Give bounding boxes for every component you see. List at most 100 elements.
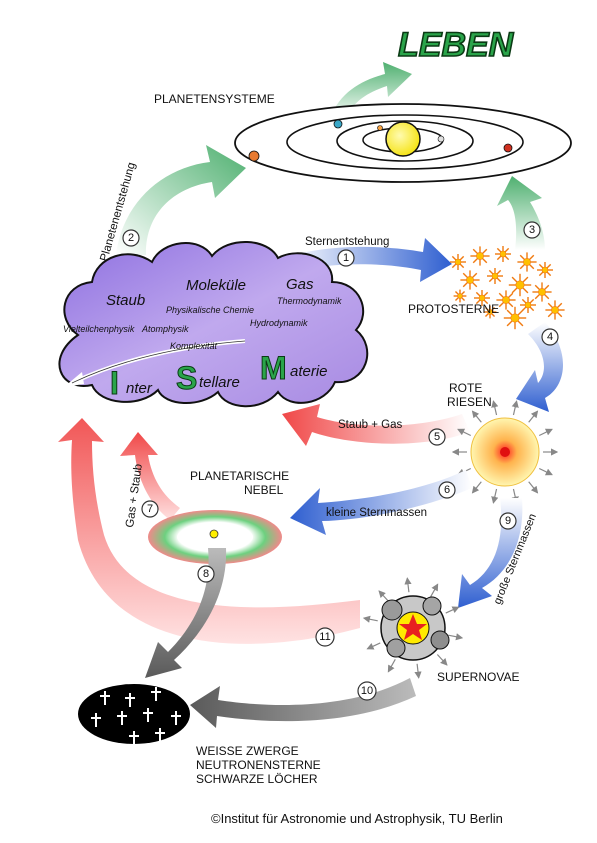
ray-arrow — [362, 615, 378, 623]
ism-inter: nter — [126, 380, 153, 397]
label-staub-gas: Staub + Gas — [338, 419, 402, 431]
ism-letter-m: M — [260, 350, 287, 386]
ray-arrow — [387, 659, 396, 673]
sun-icon — [385, 121, 421, 157]
cross-icon — [100, 691, 110, 705]
cross-icon — [125, 693, 135, 707]
cross-icon — [151, 687, 161, 701]
cloud-field-atomphysik: Atomphysik — [141, 324, 189, 334]
label-schwarze-loecher: SCHWARZE LÖCHER — [196, 772, 318, 786]
protostar-icon — [496, 290, 516, 310]
svg-text:9: 9 — [505, 515, 511, 527]
ray-arrow — [404, 577, 412, 593]
cross-icon — [155, 728, 165, 742]
step-marker-3: 3 — [523, 221, 541, 239]
label-planetarische: PLANETARISCHE — [190, 469, 289, 483]
cloud-field-hydrodynamik: Hydrodynamik — [250, 318, 308, 328]
arrow-7-gas-staub — [120, 432, 180, 520]
cross-icon — [117, 711, 127, 725]
label-supernovae: SUPERNOVAE — [437, 670, 519, 684]
protostar-icon — [532, 282, 552, 302]
interstellar-cloud — [58, 241, 369, 408]
svg-text:3: 3 — [529, 224, 535, 236]
step-marker-10: 10 — [357, 681, 377, 701]
cloud-word-staub: Staub — [106, 292, 145, 309]
arrow-10 — [190, 678, 416, 728]
protostars-cluster — [450, 246, 565, 330]
label-komplexitaet: Komplexität — [170, 341, 218, 351]
planet-icon — [248, 150, 260, 162]
protostar-icon — [520, 297, 536, 313]
step-marker-6: 6 — [438, 481, 456, 499]
arrow-2-planetenentstehung — [116, 145, 246, 255]
svg-text:7: 7 — [147, 503, 153, 515]
ism-materie: aterie — [290, 363, 328, 380]
svg-text:6: 6 — [444, 484, 450, 496]
arrow-8 — [145, 548, 227, 678]
ray-arrow — [538, 467, 553, 476]
ray-arrow — [445, 606, 460, 614]
ray-arrow — [430, 583, 439, 597]
arrow-6-kleine-sternmassen — [290, 470, 472, 535]
cloud-word-gas: Gas — [286, 276, 314, 293]
supernova-star — [380, 595, 450, 661]
protostar-icon — [460, 270, 480, 290]
label-protosterne: PROTOSTERNE — [408, 302, 499, 316]
remnant-crosses — [91, 687, 181, 745]
protostar-icon — [487, 268, 503, 284]
ray-arrow — [457, 428, 472, 437]
white-dwarf-core-icon — [209, 529, 219, 539]
planet-icon — [377, 125, 383, 131]
protostar-icon — [495, 246, 511, 262]
svg-text:2: 2 — [128, 232, 134, 244]
ray-arrow — [436, 654, 448, 666]
ray-arrow — [528, 410, 539, 423]
ray-arrow — [366, 642, 381, 650]
label-riesen: RIESEN — [447, 395, 492, 409]
cross-icon — [129, 731, 139, 745]
planet-icon — [437, 135, 445, 143]
step-marker-1: 1 — [337, 249, 355, 267]
cross-icon — [91, 713, 101, 727]
arrow-3 — [497, 176, 545, 250]
protostar-icon — [503, 306, 527, 330]
cloud-field-thermodynamik: Thermodynamik — [277, 296, 342, 306]
cloud-word-molekuele: Moleküle — [186, 277, 246, 294]
svg-text:8: 8 — [203, 568, 209, 580]
label-planetensysteme: PLANETENSYSTEME — [154, 92, 275, 106]
svg-text:4: 4 — [547, 331, 553, 343]
arrow-1-sternentstehung — [285, 238, 452, 282]
supernova-rays — [362, 577, 464, 679]
cloud-field-physikalische-chemie: Physikalische Chemie — [166, 305, 254, 315]
svg-text:11: 11 — [319, 631, 330, 643]
title-leben: LEBEN — [398, 26, 515, 64]
protostar-icon — [450, 254, 466, 270]
label-neutronensterne: NEUTRONENSTERNE — [196, 758, 321, 772]
label-sternentstehung: Sternentstehung — [305, 236, 389, 248]
step-marker-4: 4 — [541, 328, 559, 346]
cloud-field-vielteilchenphysik: Vielteilchenphysik — [63, 324, 135, 334]
label-kleine-sternmassen: kleine Sternmassen — [326, 507, 427, 519]
protostar-icon — [545, 300, 565, 320]
ray-arrow — [511, 400, 519, 416]
ism-letter-i: I — [110, 365, 119, 401]
label-rote: ROTE — [449, 381, 482, 395]
arrow-11 — [58, 418, 360, 644]
protostar-icon — [474, 290, 490, 306]
ism-stellare: tellare — [199, 374, 240, 391]
planet-icon — [333, 119, 343, 129]
ray-arrow — [414, 663, 422, 679]
step-marker-5: 5 — [428, 428, 446, 446]
ray-arrow — [491, 488, 499, 504]
ray-arrow — [491, 400, 499, 416]
ray-arrow — [448, 633, 464, 641]
ray-arrow — [471, 410, 482, 423]
label-weisse-zwerge: WEISSE ZWERGE — [196, 744, 299, 758]
ism-letter-s: S — [176, 360, 197, 396]
protostar-icon — [537, 262, 553, 278]
planetary-system — [234, 103, 572, 183]
protostar-icon — [517, 252, 537, 272]
ray-arrow — [528, 481, 539, 494]
svg-text:5: 5 — [434, 431, 440, 443]
